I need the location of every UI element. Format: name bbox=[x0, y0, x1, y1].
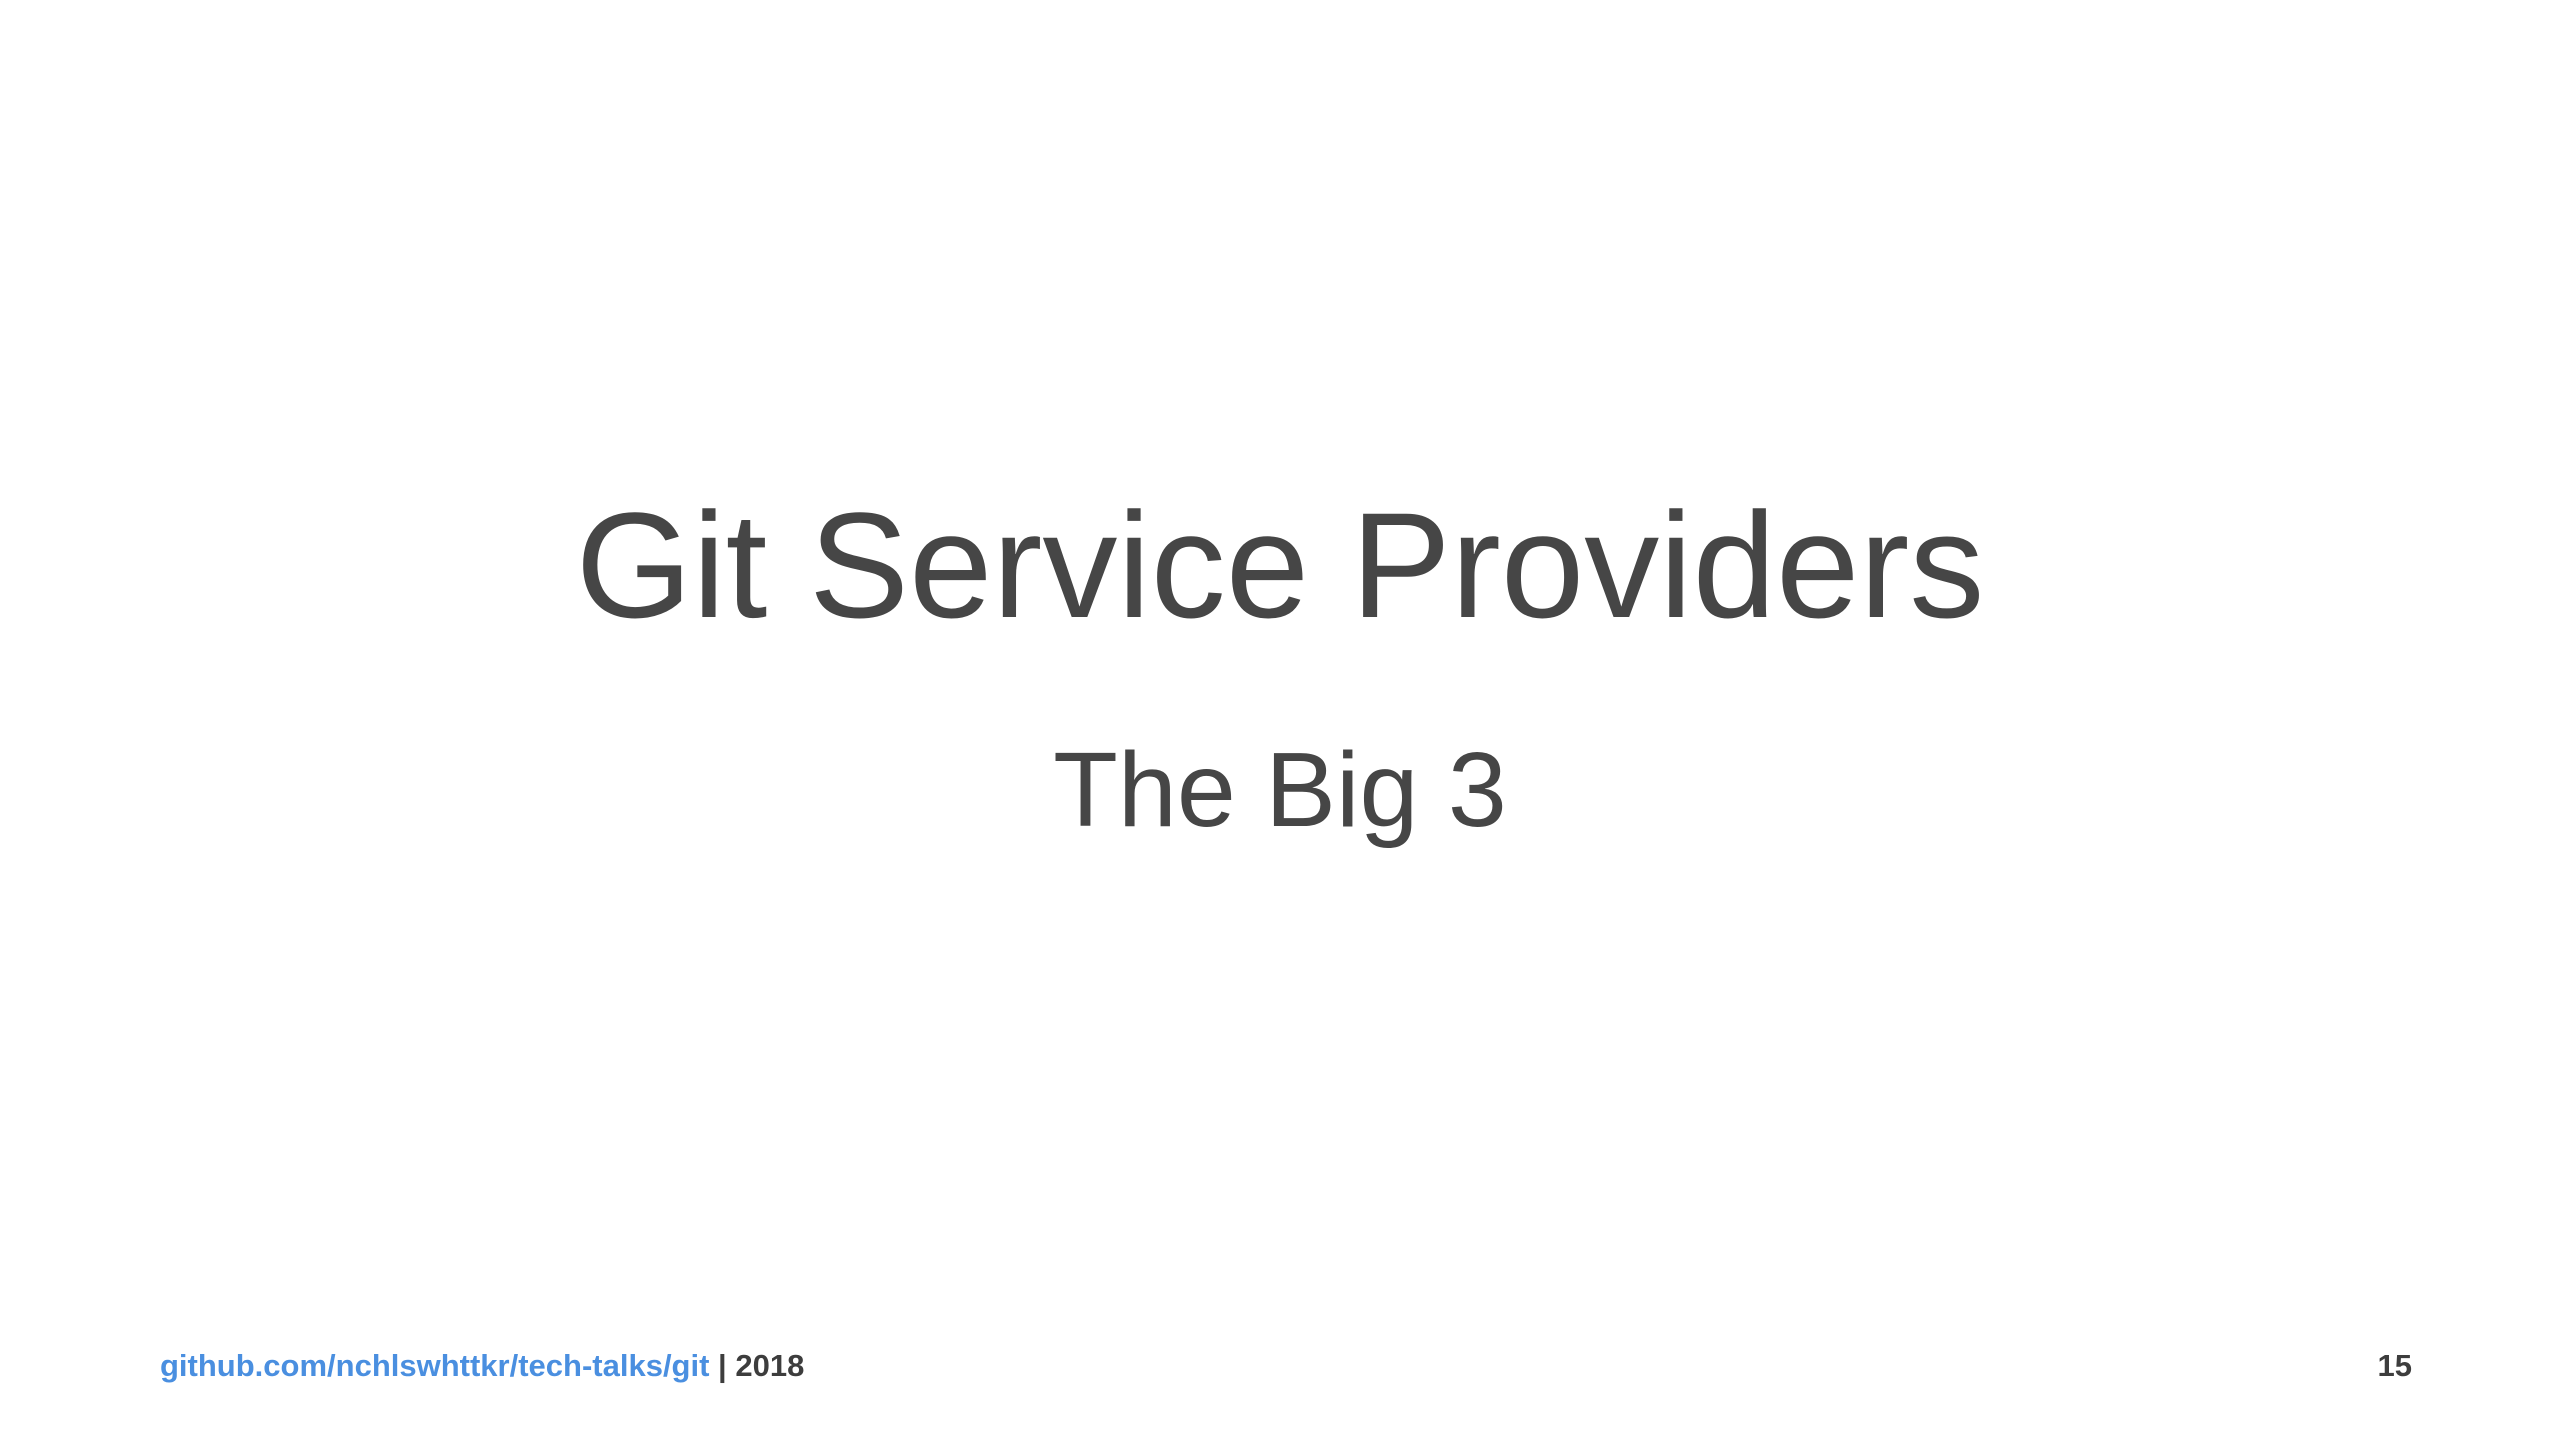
slide-title: Git Service Providers bbox=[575, 481, 1985, 649]
slide-subtitle: The Big 3 bbox=[1053, 731, 1507, 849]
footer-separator: | bbox=[709, 1348, 736, 1383]
repository-link[interactable]: github.com/nchlswhttkr/tech-talks/git bbox=[160, 1348, 710, 1383]
footer-year: 2018 bbox=[735, 1348, 805, 1383]
slide-page-number: 15 bbox=[2377, 1348, 2412, 1383]
slide-footer: github.com/nchlswhttkr/tech-talks/git | … bbox=[160, 1346, 804, 1386]
